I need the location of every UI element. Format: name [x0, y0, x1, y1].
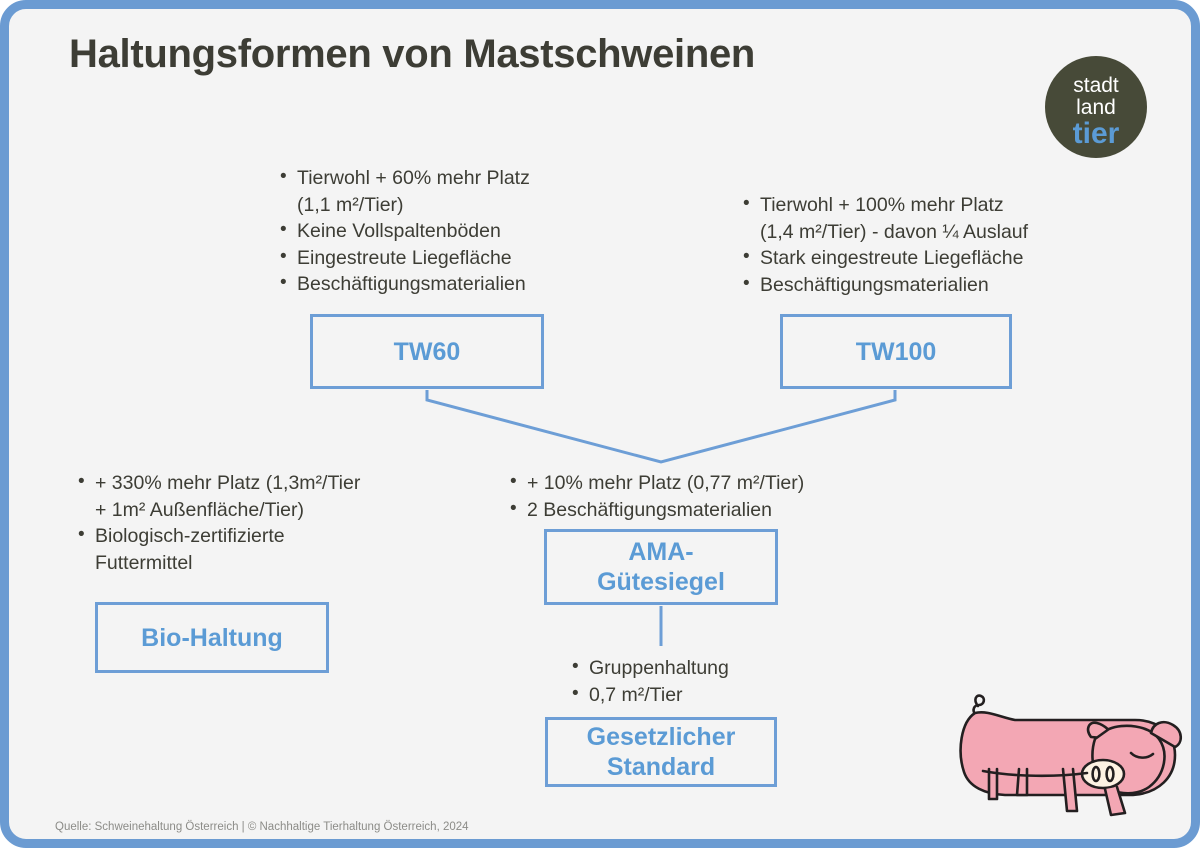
bullet-text: Beschäftigungsmaterialien [297, 273, 526, 295]
pig-nostril-left [1091, 765, 1101, 783]
list-item: Beschäftigungsmaterialien [742, 271, 1102, 299]
bullet-text-continued: Futtermittel [95, 551, 193, 574]
bullet-text: Tierwohl + 100% mehr Platz [760, 194, 1004, 216]
stadt-land-tier-logo: stadt land tier [1045, 56, 1147, 158]
list-item: + 330% mehr Platz (1,3m²/Tier + 1m² Auße… [77, 469, 437, 523]
bullet-list-tw60: Tierwohl + 60% mehr Platz (1,1 m²/Tier) … [279, 164, 609, 298]
bullet-text-continued: (1,4 m²/Tier) - davon ¼ Auslauf [760, 220, 1029, 243]
list-item: Tierwohl + 100% mehr Platz (1,4 m²/Tier)… [742, 191, 1102, 245]
bullet-text: + 330% mehr Platz (1,3m²/Tier [95, 472, 361, 494]
bullet-text: Beschäftigungsmaterialien [760, 273, 989, 296]
bullet-text: 0,7 m²/Tier [589, 683, 683, 706]
bullet-text: Tierwohl + 60% mehr Platz [297, 167, 530, 189]
bullet-text: Biologisch-zertifizierte [95, 525, 285, 547]
pig-eye [1129, 751, 1155, 759]
pig-nostril-right [1105, 765, 1115, 783]
list-item: Beschäftigungsmaterialien [279, 270, 609, 298]
node-box-gesetzlicher-standard[interactable]: Gesetzlicher Standard [545, 717, 777, 787]
node-label-line1: AMA- [628, 538, 694, 566]
pig-snout [1080, 758, 1126, 790]
node-box-tw60[interactable]: TW60 [310, 314, 544, 389]
list-item: Gruppenhaltung [571, 654, 811, 682]
list-item: Biologisch-zertifizierte Futtermittel [77, 522, 437, 576]
source-caption: Quelle: Schweinehaltung Österreich | © N… [55, 821, 469, 833]
node-label: TW60 [393, 337, 461, 366]
logo-line-stadt: stadt [1073, 74, 1119, 97]
bullet-list-ama: + 10% mehr Platz (0,77 m²/Tier) 2 Beschä… [509, 469, 899, 524]
list-item: 2 Beschäftigungsmaterialien [509, 496, 899, 524]
list-item: 0,7 m²/Tier [571, 681, 811, 709]
bullet-text: Gruppenhaltung [589, 657, 729, 679]
pig-belly-line [981, 769, 1089, 778]
pig-leg-front-near [1103, 785, 1127, 817]
bullet-text: + 10% mehr Platz (0,77 m²/Tier) [527, 472, 805, 494]
bullet-list-tw100: Tierwohl + 100% mehr Platz (1,4 m²/Tier)… [742, 191, 1102, 299]
connector-tw-to-ama [425, 390, 897, 464]
node-label-line1: Gesetzlicher [586, 723, 736, 751]
pig-ear-near [1149, 720, 1183, 749]
node-label: TW100 [855, 337, 937, 366]
bullet-text: Eingestreute Liegefläche [297, 246, 512, 269]
bullet-text: Stark eingestreute Liegefläche [760, 247, 1024, 269]
page-title: Haltungsformen von Mastschweinen [69, 32, 756, 76]
list-item: Stark eingestreute Liegefläche [742, 244, 1102, 272]
pig-leg-rear-far [987, 767, 999, 801]
node-box-ama-guetesiegel[interactable]: AMA- Gütesiegel [544, 529, 778, 605]
node-label-line2: Gütesiegel [597, 568, 725, 596]
list-item: Tierwohl + 60% mehr Platz (1,1 m²/Tier) [279, 164, 609, 218]
list-item: Keine Vollspaltenböden [279, 217, 609, 245]
list-item: + 10% mehr Platz (0,77 m²/Tier) [509, 469, 899, 497]
node-label: AMA- Gütesiegel [597, 537, 725, 597]
node-label-line2: Standard [606, 753, 716, 781]
node-box-tw100[interactable]: TW100 [780, 314, 1012, 389]
bullet-text-continued: + 1m² Außenfläche/Tier) [95, 498, 304, 521]
logo-line-tier: tier [1072, 117, 1120, 150]
pig-illustration [959, 694, 1183, 817]
bullet-list-bio: + 330% mehr Platz (1,3m²/Tier + 1m² Auße… [77, 469, 437, 576]
pig-tail [972, 694, 986, 716]
pig-leg-front-far [1061, 767, 1079, 813]
pig-leg-rear-near [1015, 767, 1029, 797]
node-label: Gesetzlicher Standard [587, 722, 736, 782]
logo-line-land: land [1076, 96, 1116, 119]
bullet-text: 2 Beschäftigungsmaterialien [527, 498, 772, 521]
bullet-list-gesetzlicher-standard: Gruppenhaltung 0,7 m²/Tier [571, 654, 811, 709]
list-item: Eingestreute Liegefläche [279, 244, 609, 272]
bullet-text-continued: (1,1 m²/Tier) [297, 193, 404, 216]
bullet-text: Keine Vollspaltenböden [297, 220, 501, 242]
node-label: Bio-Haltung [141, 623, 283, 652]
node-box-bio-haltung[interactable]: Bio-Haltung [95, 602, 329, 673]
